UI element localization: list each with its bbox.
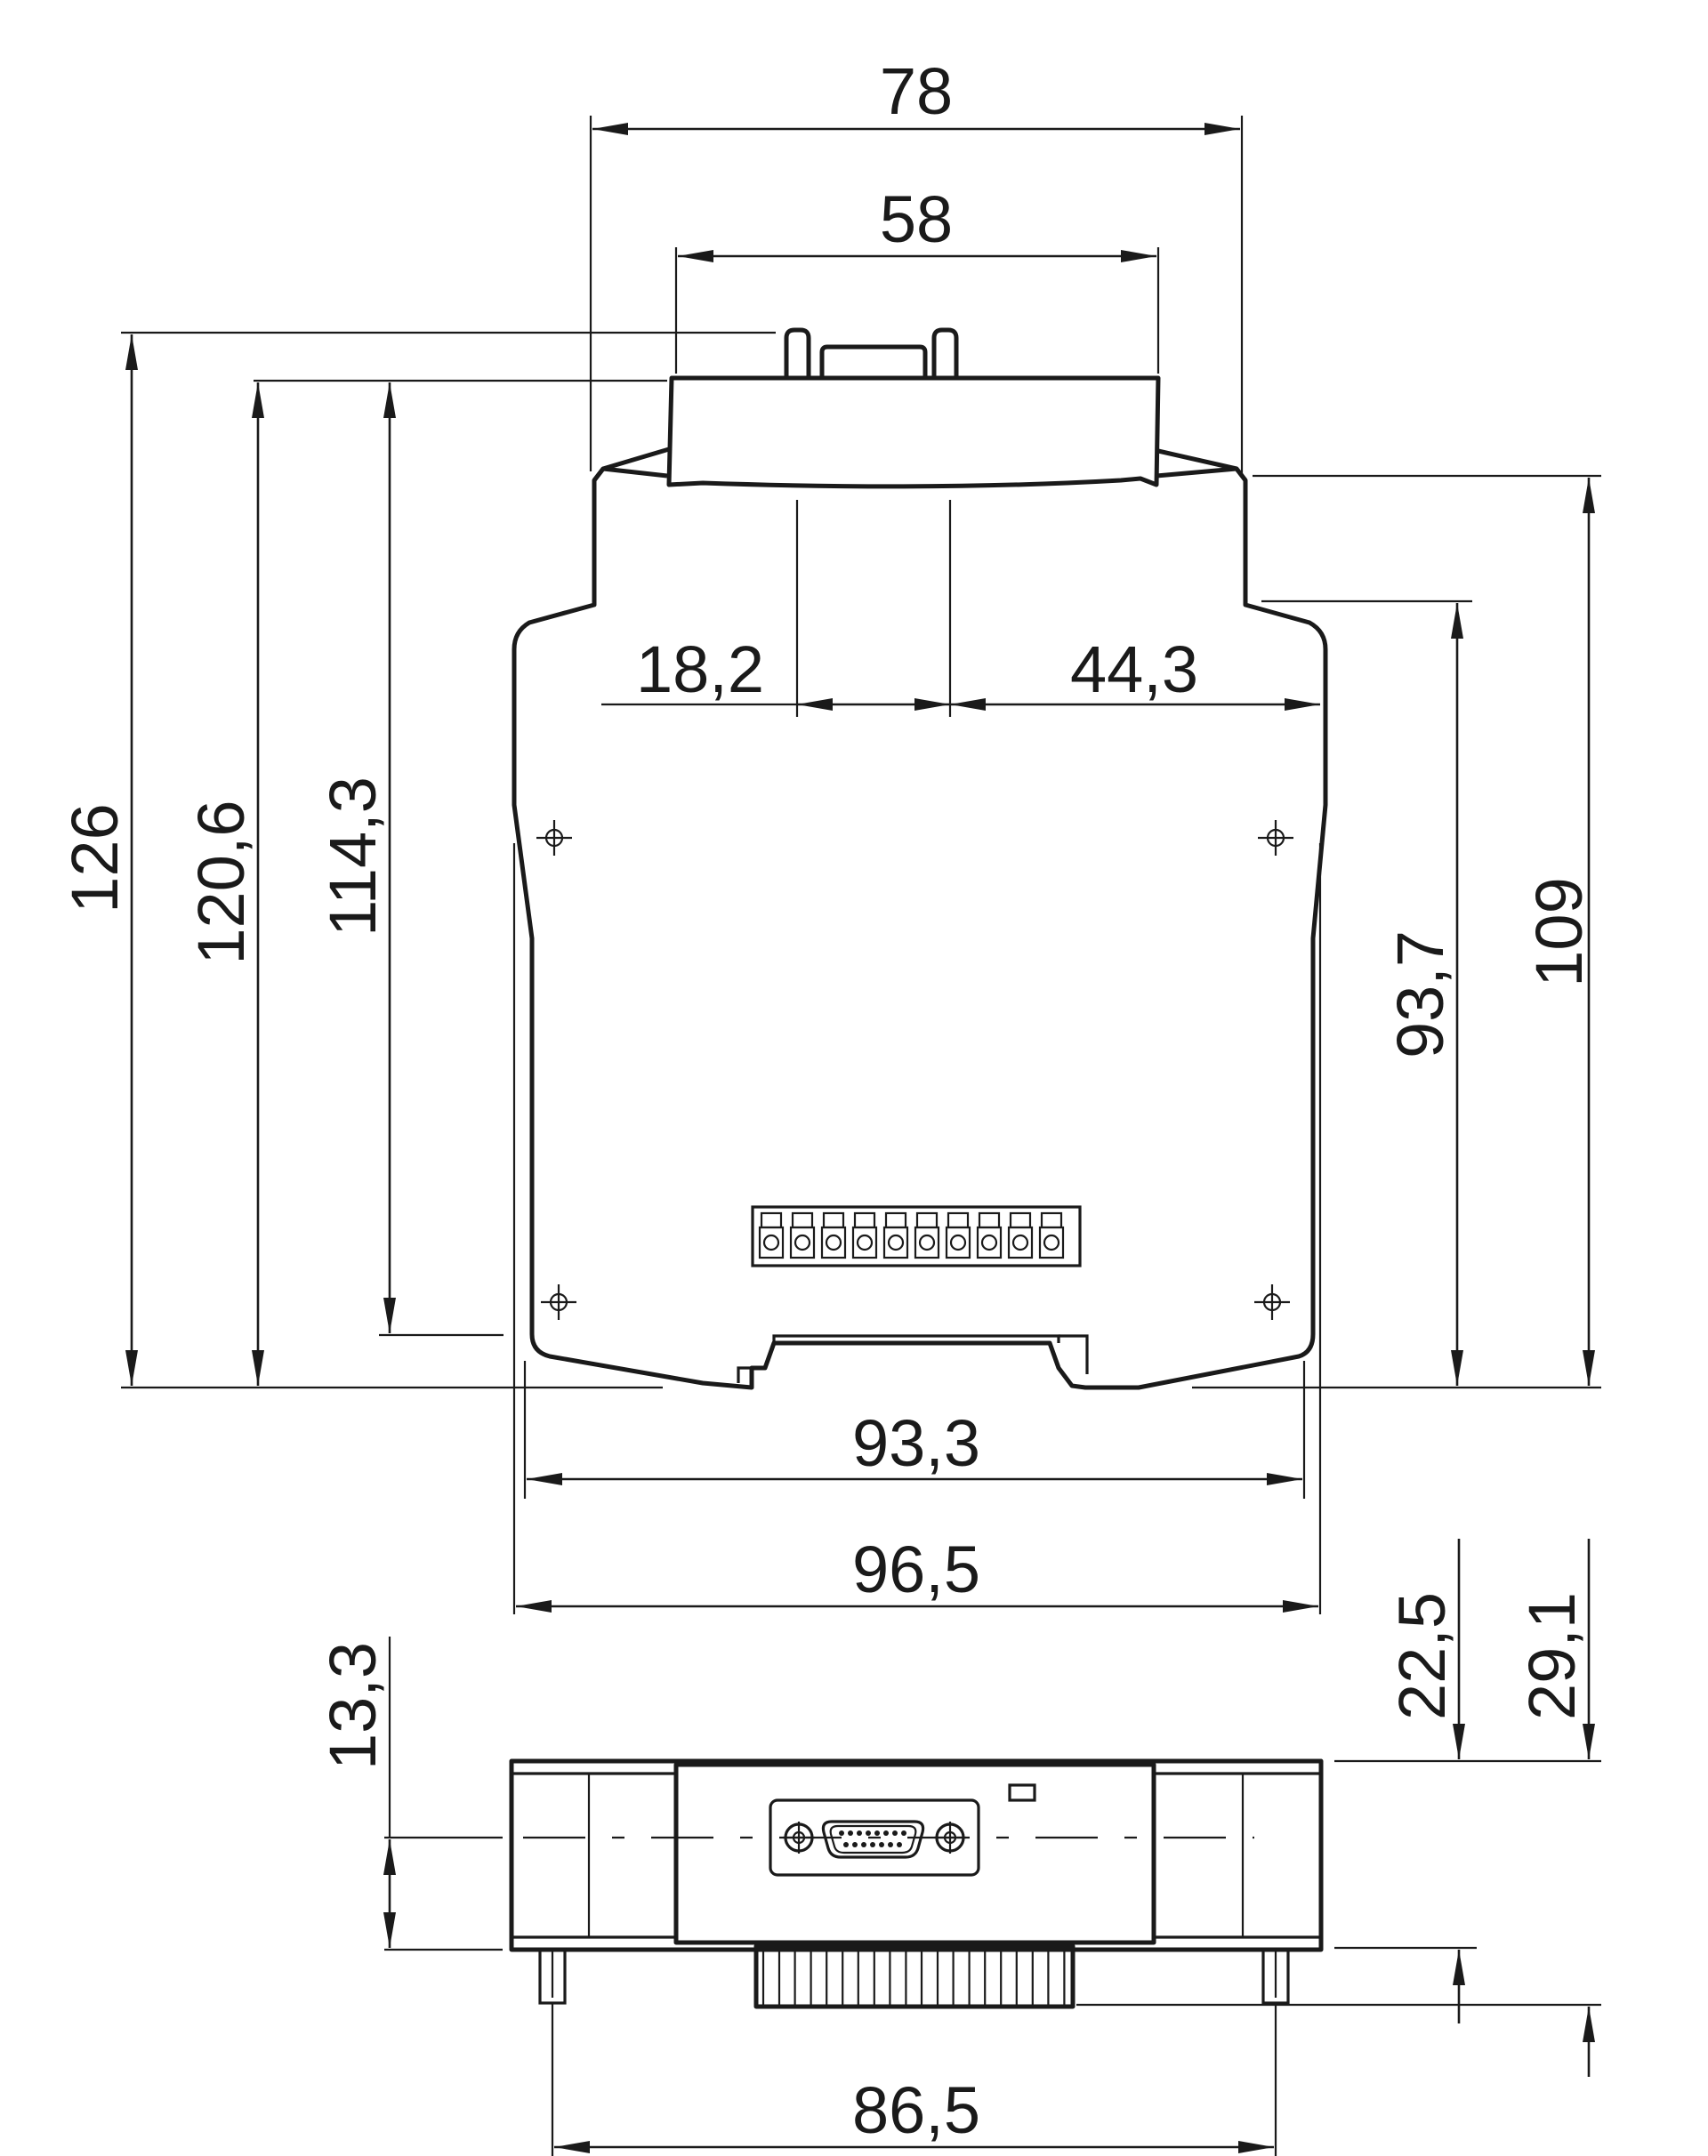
terminal-slot (1038, 1211, 1065, 1259)
terminal-slot (976, 1211, 1003, 1259)
dim-114-3: 114,3 (316, 776, 390, 937)
terminal-slot (758, 1211, 785, 1259)
dsub-pin (892, 1830, 898, 1836)
top-pin-right (931, 327, 959, 378)
side-pin-right (1261, 1948, 1290, 2005)
dsub-pin (857, 1830, 862, 1836)
dim-120-6: 120,6 (184, 800, 258, 964)
side-pin-left (538, 1948, 567, 2005)
terminal-slot (789, 1211, 816, 1259)
dim-109: 109 (1522, 877, 1596, 986)
dsub-pin (897, 1842, 902, 1847)
side-terminal-teeth (753, 1943, 1076, 2009)
dim-13-3: 13,3 (316, 1642, 390, 1770)
mounting-hole-bottom-right (1254, 1284, 1290, 1320)
terminal-slot (820, 1211, 847, 1259)
dsub-pin (852, 1842, 858, 1847)
terminal-slot (1007, 1211, 1034, 1259)
dim-44-3: 44,3 (1070, 632, 1198, 706)
dsub-pin (901, 1830, 906, 1836)
d-sub-connector (769, 1798, 980, 1877)
dim-18-2: 18,2 (636, 632, 764, 706)
side-dimensions: 13,3 22,5 29,1 86,5 (316, 1539, 1601, 2156)
housing-outline (512, 466, 1328, 1390)
dsub-pin (861, 1842, 866, 1847)
terminal-slot (851, 1211, 878, 1259)
dim-58: 58 (880, 182, 953, 256)
top-connector (666, 375, 1161, 489)
front-view (512, 327, 1328, 1390)
dim-22-5: 22,5 (1385, 1592, 1459, 1720)
dim-29-1: 29,1 (1515, 1592, 1589, 1720)
dsub-pin (879, 1842, 884, 1847)
dim-126: 126 (58, 803, 132, 913)
mounting-hole-top-right (1258, 820, 1293, 856)
front-dimensions: 78 58 18,2 44,3 126 120,6 114,3 109 (58, 54, 1601, 1614)
dsub-pin (848, 1830, 853, 1836)
dsub-pin (888, 1842, 893, 1847)
terminal-slot (914, 1211, 940, 1259)
mounting-hole-top-left (536, 820, 572, 856)
dsub-pin (839, 1830, 844, 1836)
top-latch (809, 344, 934, 381)
terminal-slot (945, 1211, 971, 1259)
terminal-strip (751, 1205, 1082, 1267)
dim-96-5: 96,5 (852, 1533, 980, 1606)
status-led (1008, 1783, 1036, 1802)
dsub-pin (843, 1842, 849, 1847)
dsub-pin (866, 1830, 871, 1836)
dim-86-5: 86,5 (852, 2073, 980, 2147)
terminal-slot (882, 1211, 909, 1259)
side-connector-plate (673, 1762, 1156, 1945)
top-pin-left (784, 327, 811, 378)
side-view (509, 1758, 1324, 2009)
dim-93-7: 93,7 (1383, 930, 1457, 1058)
dim-78: 78 (880, 54, 953, 128)
dsub-pin (883, 1830, 889, 1836)
side-housing (509, 1758, 1324, 1952)
dim-93-3: 93,3 (852, 1406, 980, 1480)
dsub-pin (874, 1830, 880, 1836)
mounting-hole-bottom-left (541, 1284, 576, 1320)
dsub-pin (870, 1842, 875, 1847)
